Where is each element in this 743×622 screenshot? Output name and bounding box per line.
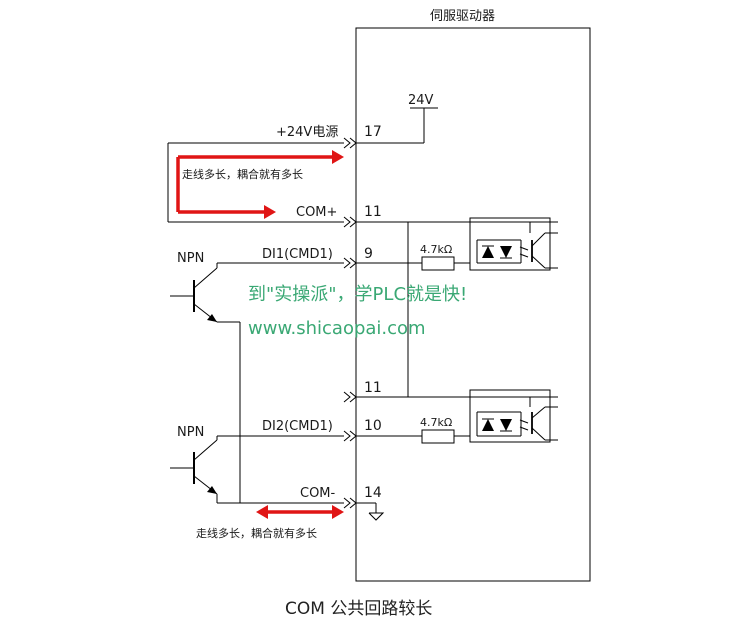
npn-1-label: NPN [177,251,204,266]
servo-drive-title: 伺服驱动器 [430,9,495,24]
pin-10: 10 [364,418,382,434]
resistor-2 [421,429,455,444]
watermark-line-1: 到"实操派"，学PLC就是快! [248,284,467,305]
diagram-caption: COM 公共回路较长 [285,599,432,619]
resistor-1 [421,256,455,271]
supply-label: 24V [408,93,434,108]
label-plus24v: +24V电源 [276,125,338,140]
pin-9: 9 [364,246,373,262]
label-com-plus: COM+ [296,205,337,220]
label-com-minus: COM- [300,486,336,501]
resistor-1-label: 4.7kΩ [420,243,452,256]
label-di1: DI1(CMD1) [262,247,333,262]
bottom-highlight-arrow [256,505,344,519]
optocoupler-2 [469,389,558,443]
npn-transistor-2 [170,435,344,503]
ground-icon [368,512,385,521]
note-bottom: 走线多长，耦合就有多长 [196,526,317,540]
pin-11b: 11 [364,380,382,396]
top-highlight-arrow [176,150,344,219]
npn-transistor-1 [170,262,344,323]
watermark-line-2: www.shicaopai.com [248,318,426,339]
note-top: 走线多长，耦合就有多长 [182,167,303,181]
pin-17: 17 [364,124,382,140]
optocoupler-1 [469,217,558,271]
label-di2: DI2(CMD1) [262,419,333,434]
pin-11a: 11 [364,204,382,220]
resistor-2-label: 4.7kΩ [420,416,452,429]
servo-drive-box [355,27,591,582]
npn-2-label: NPN [177,425,204,440]
pin-14: 14 [364,485,382,501]
